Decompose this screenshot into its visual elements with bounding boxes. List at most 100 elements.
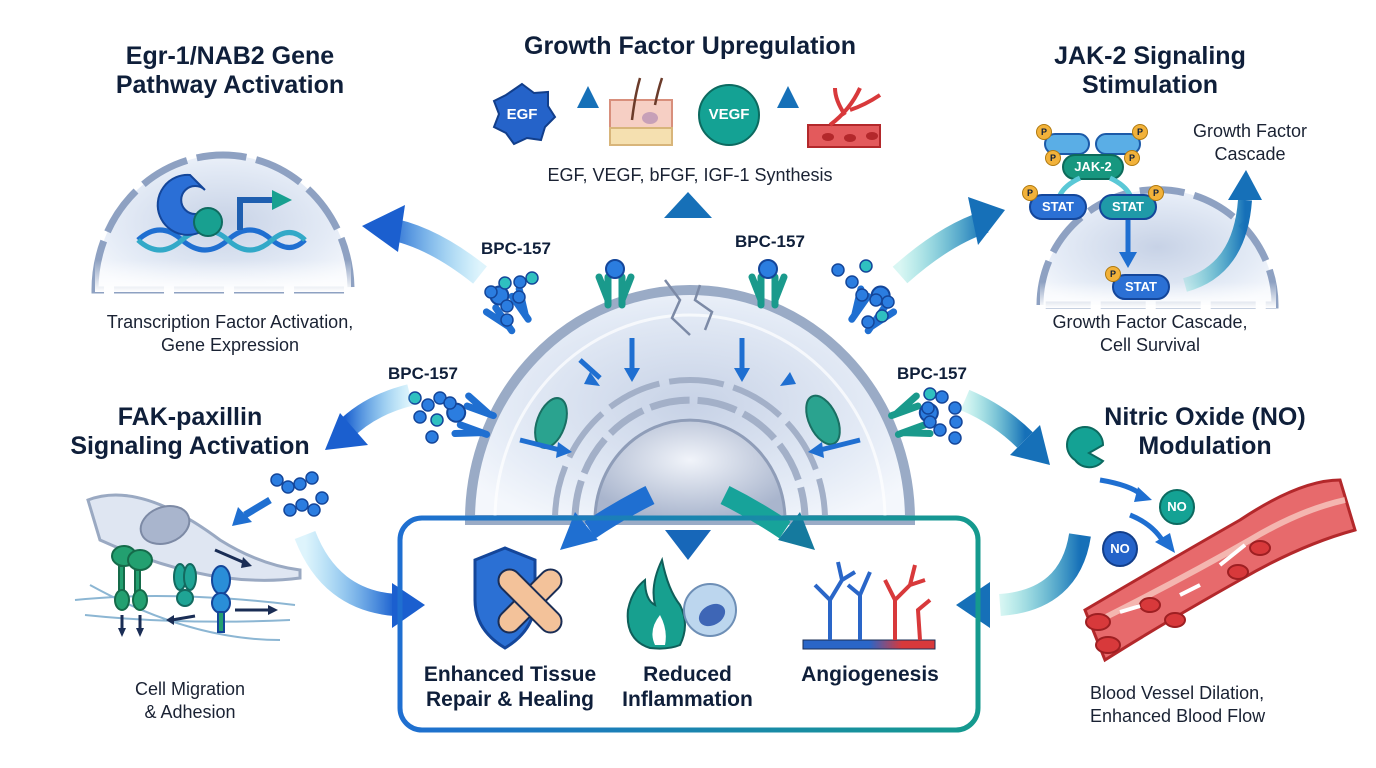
fak-caption-line2: & Adhesion [144,702,236,722]
fak-illustration [74,493,302,641]
outcome-angiogenesis: Angiogenesis [780,662,960,687]
phospho-label: P [1132,124,1148,140]
mitochondrion-icon [805,394,841,446]
no-caption: Blood Vessel Dilation, Enhanced Blood Fl… [1090,682,1310,728]
no-molecule-icon [1159,489,1195,525]
endoplasmic-reticulum [571,396,809,521]
outcome-angiogenesis-line1: Angiogenesis [801,663,939,686]
flame-cell-icon [626,556,737,650]
growth-factor-caption: EGF, VEGF, bFGF, IGF-1 Synthesis [547,165,833,185]
fak-title-line2: Signaling Activation [70,432,310,460]
phospho-icon: P [1105,264,1121,282]
paxillin-icon [173,563,197,607]
bpc157-label: BPC-157 [481,239,551,258]
arrow-to-fak [337,384,413,438]
stat-protein-icon [1099,194,1157,220]
peptide-chain-icon [831,259,895,329]
no-molecule-label: NO [1110,541,1130,556]
egr1-illustration [91,151,355,294]
up-arrow-icon [577,86,599,108]
vegf-badge-label: VEGF [708,106,750,123]
jak2-side-label-line2: Cascade [1214,144,1286,164]
egr1-caption-line2: Gene Expression [160,335,300,355]
blood-vessel-icon [807,87,882,148]
egf-badge-label: EGF [506,106,538,123]
outcome-icons [473,546,936,650]
skin-tissue-icon [609,77,673,146]
arrow-no-to-outcomes [998,532,1091,616]
no-title: Nitric Oxide (NO) Modulation [1060,403,1350,461]
phospho-icon: P [1124,148,1140,166]
jak2-illustration [1029,133,1279,309]
arrow-to-tissue-repair [584,486,655,539]
jak2-caption: Growth Factor Cascade, Cell Survival [1000,311,1300,357]
no-molecule-icon [1102,531,1138,567]
vegf-badge-icon [698,84,760,146]
jak2-caption-line1: Growth Factor Cascade, [1052,312,1248,332]
cascade-arrow [1182,199,1252,292]
stat-label: STAT [1124,279,1157,294]
membrane-damage [664,279,714,336]
no-molecule-label: NO [1167,499,1187,514]
peptide-chain-icon [921,387,963,445]
arrow-to-angiogenesis [720,486,791,539]
bpc157-label: BPC-157 [897,364,967,383]
central-cell [464,279,916,525]
phospho-label: P [1124,150,1140,166]
outcome-reduced-inflammation-line1: Reduced [643,663,732,686]
stat-label: STAT [1041,199,1074,214]
fak-title-line1: FAK-paxillin [117,403,263,431]
phospho-label: P [1045,150,1061,166]
egr1-title-line1: Egr-1/NAB2 Gene [125,42,335,70]
jak2-title-line1: JAK-2 Signaling [1054,42,1246,70]
jak2-kinase-icon [1062,154,1124,180]
outcome-tissue-repair: Enhanced Tissue Repair & Healing [410,662,610,712]
outcome-reduced-inflammation-line2: Inflammation [622,688,753,711]
phospho-label: P [1148,185,1164,201]
outcome-tissue-repair-line1: Enhanced Tissue [423,663,597,686]
peptide-chain-icon [484,271,539,327]
jak2-side-label-line1: Growth Factor [1192,121,1308,141]
receptor-icon [748,259,788,309]
egr1-caption: Transcription Factor Activation, Gene Ex… [40,311,420,357]
phospho-icon: P [1045,148,1061,166]
phospho-icon: P [1022,183,1038,201]
cell-membrane [464,285,916,525]
outcome-tissue-repair-line2: Repair & Healing [425,688,595,711]
jak2-kinase-label: JAK-2 [1074,159,1112,174]
outcome-reduced-inflammation: Reduced Inflammation [600,662,775,712]
outcome-box [397,515,981,733]
stat-protein-icon [1112,274,1170,300]
arrow-to-jak2 [892,211,989,284]
arrow-to-no [960,389,1033,448]
phospho-icon: P [1132,122,1148,140]
egr1-caption-line1: Transcription Factor Activation, [106,312,354,332]
fak-title: FAK-paxillin Signaling Activation [30,403,350,461]
integrin-icon [111,545,153,611]
nos-enzyme-icon [1066,426,1105,469]
peptide-chains [270,259,963,517]
bpc157-label: BPC-157 [388,364,458,383]
fak-caption: Cell Migration & Adhesion [90,678,290,724]
jak2-caption-line2: Cell Survival [1099,335,1201,355]
dilated-vessel-icon [1083,478,1357,663]
peptide-chain-icon [408,391,457,444]
fak-kinase-icon [211,565,231,633]
no-title-line1: Nitric Oxide (NO) [1104,403,1306,431]
growth-factor-icons [492,77,882,148]
jak2-side-label: Growth Factor Cascade [1170,120,1330,166]
phospho-icon: P [1148,183,1164,201]
bpc157-label: BPC-157 [735,232,805,251]
no-illustration [1066,426,1357,663]
arrow-fak-to-outcomes [294,530,397,616]
stat-label: STAT [1111,199,1144,214]
receptor-icon [595,259,635,309]
egf-badge-icon [492,82,557,146]
shield-bandage-icon [473,546,563,650]
expression-arrow-icon [237,197,275,230]
growth-factor-title: Growth Factor Upregulation [524,32,856,60]
no-caption-line2: Enhanced Blood Flow [1090,706,1266,726]
egr1-title: Egr-1/NAB2 Gene Pathway Activation [60,42,400,100]
phospho-label: P [1036,124,1052,140]
